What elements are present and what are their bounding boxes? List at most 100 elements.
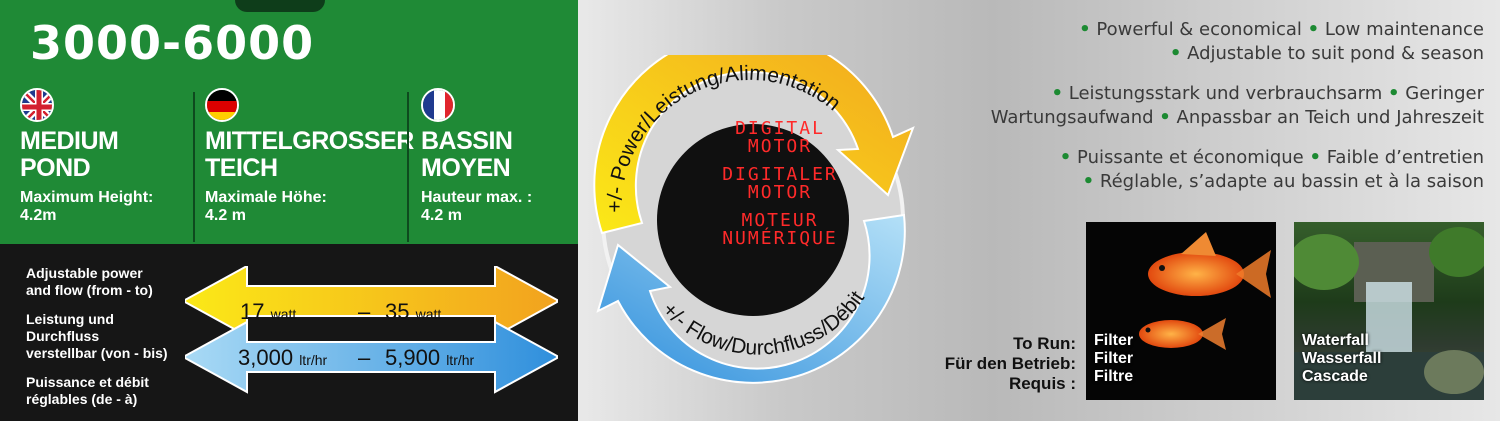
- waterfall-icon: [1294, 227, 1484, 400]
- adjustable-text-de: Leistung und Durchfluss verstellbar (von…: [26, 311, 168, 362]
- column-german: MITTELGROSSER TEICH Maximale Höhe: 4.2 m: [205, 88, 414, 225]
- flow-from-value: 3,000: [238, 345, 294, 370]
- feature-item: Leistungsstark und verbrauchsarm: [1068, 83, 1383, 104]
- black-adjust-panel: [0, 244, 578, 421]
- power-from: 17 watt: [240, 299, 296, 325]
- bullet-icon: •: [1159, 107, 1171, 128]
- column-divider: [407, 92, 409, 242]
- to-run-fr: Requis :: [1008, 374, 1076, 393]
- height-value: 4.2m: [20, 207, 57, 224]
- feature-item: Puissante et économique: [1077, 147, 1304, 168]
- to-run-en: To Run:: [1013, 334, 1076, 353]
- goldfish-photo: Filter Filter Filtre: [1086, 222, 1276, 400]
- pump-shadow: [235, 0, 325, 12]
- column-french: BASSIN MOYEN Hauteur max. : 4.2 m: [421, 88, 532, 225]
- germany-flag-icon: [205, 88, 239, 122]
- flow-sep: –: [358, 345, 371, 370]
- power-unit: watt: [415, 306, 442, 322]
- caption-line: Filter: [1094, 332, 1134, 349]
- adjustable-line: and flow (from - to): [26, 282, 153, 298]
- uk-flag-icon: [20, 88, 54, 122]
- adjustable-line: réglables (de - à): [26, 391, 138, 407]
- power-to: 35 watt: [385, 299, 441, 325]
- height-value: 4.2 m: [421, 207, 462, 224]
- size-name: BASSIN: [421, 127, 513, 155]
- range-arrows: [185, 266, 558, 394]
- power-unit: watt: [270, 306, 297, 322]
- height-label: Hauteur max. :: [421, 189, 533, 206]
- power-sep: –: [358, 299, 371, 324]
- adjustable-text-en: Adjustable power and flow (from - to): [26, 265, 153, 299]
- goldfish-icon: [1139, 232, 1271, 350]
- adjustable-line: Puissance et débit: [26, 374, 149, 390]
- power-to-value: 35: [385, 299, 410, 324]
- feature-item: Powerful & economical: [1096, 19, 1302, 40]
- green-spec-panel: [0, 0, 578, 244]
- adjustable-line: Adjustable power: [26, 265, 143, 281]
- bullet-icon: •: [1309, 147, 1321, 168]
- bullet-icon: •: [1079, 19, 1091, 40]
- bullet-icon: •: [1059, 147, 1072, 168]
- column-divider: [193, 92, 195, 242]
- display-line: MOTOR: [747, 136, 813, 157]
- size-name: MEDIUM: [20, 127, 119, 155]
- bullet-icon: •: [1169, 43, 1182, 64]
- display-line: DIGITALER: [722, 164, 838, 185]
- feature-item: Wartungsaufwand: [990, 107, 1154, 128]
- flow-unit: ltr/hr: [299, 352, 328, 368]
- caption-line: Cascade: [1302, 368, 1368, 385]
- adjustable-text-fr: Puissance et débit réglables (de - à): [26, 374, 149, 408]
- caption-line: Waterfall: [1302, 332, 1369, 349]
- model-range: 3000-6000: [30, 16, 315, 70]
- flow-arrow: [185, 320, 558, 394]
- bullet-icon: •: [1051, 83, 1063, 104]
- height-label: Maximale Höhe:: [205, 189, 327, 206]
- flow-from: 3,000 ltr/hr: [238, 345, 327, 371]
- size-name: MITTELGROSSER: [205, 127, 414, 155]
- bullet-icon: •: [1082, 171, 1095, 192]
- caption-line: Filter: [1094, 350, 1134, 367]
- adjustable-line: Durchfluss: [26, 328, 100, 344]
- flow-unit: ltr/hr: [446, 352, 475, 368]
- features-de: • Leistungsstark und verbrauchsarm • Ger…: [991, 82, 1484, 130]
- display-line: MOTOR: [747, 182, 813, 203]
- france-flag-icon: [421, 88, 455, 122]
- flow-to-value: 5,900: [385, 345, 441, 370]
- flow-cycle-arrow: [596, 213, 906, 384]
- power-cycle-arrow: [593, 55, 915, 235]
- feature-item: Réglable, s’adapte au bassin et à la sai…: [1099, 171, 1484, 192]
- features-en: • Powerful & economical • Low maintenanc…: [1079, 18, 1484, 66]
- feature-item: Adjustable to suit pond & season: [1187, 43, 1484, 64]
- feature-item: Geringer: [1405, 83, 1484, 104]
- features-fr: • Puissante et économique • Faible d’ent…: [1060, 146, 1484, 194]
- feature-item: Low maintenance: [1324, 19, 1484, 40]
- filter-caption: Filter Filter Filtre: [1094, 332, 1133, 386]
- caption-line: Filtre: [1094, 368, 1134, 385]
- bullet-icon: •: [1388, 83, 1400, 104]
- digital-display-circle: [657, 124, 849, 316]
- bullet-icon: •: [1307, 19, 1320, 40]
- feature-item: Anpassbar an Teich und Jahreszeit: [1176, 107, 1484, 128]
- flow-to: 5,900 ltr/hr: [385, 345, 474, 371]
- height-value: 4.2 m: [205, 207, 246, 224]
- feature-item: Faible d’entretien: [1326, 147, 1484, 168]
- adjustable-line: verstellbar (von - bis): [26, 345, 168, 361]
- to-run-de: Für den Betrieb:: [944, 354, 1076, 373]
- to-run-labels: To Run: Für den Betrieb: Requis :: [900, 334, 1076, 394]
- size-name-2: TEICH: [205, 154, 278, 182]
- display-line: NUMÉRIQUE: [722, 228, 838, 249]
- power-from-value: 17: [240, 299, 265, 324]
- height-label: Maximum Height:: [20, 189, 154, 206]
- waterfall-caption: Waterfall Wasserfall Cascade: [1302, 332, 1381, 386]
- display-line: DIGITAL: [735, 118, 825, 139]
- caption-line: Wasserfall: [1302, 350, 1382, 367]
- size-name-2: POND: [20, 154, 91, 182]
- display-line: MOTEUR: [741, 210, 819, 231]
- waterfall-photo: Waterfall Wasserfall Cascade: [1294, 222, 1484, 400]
- adjustable-line: Leistung und: [26, 311, 114, 327]
- power-flow-cycle: +/- Power/Leistung/Alimentation +/- Flow…: [593, 55, 915, 384]
